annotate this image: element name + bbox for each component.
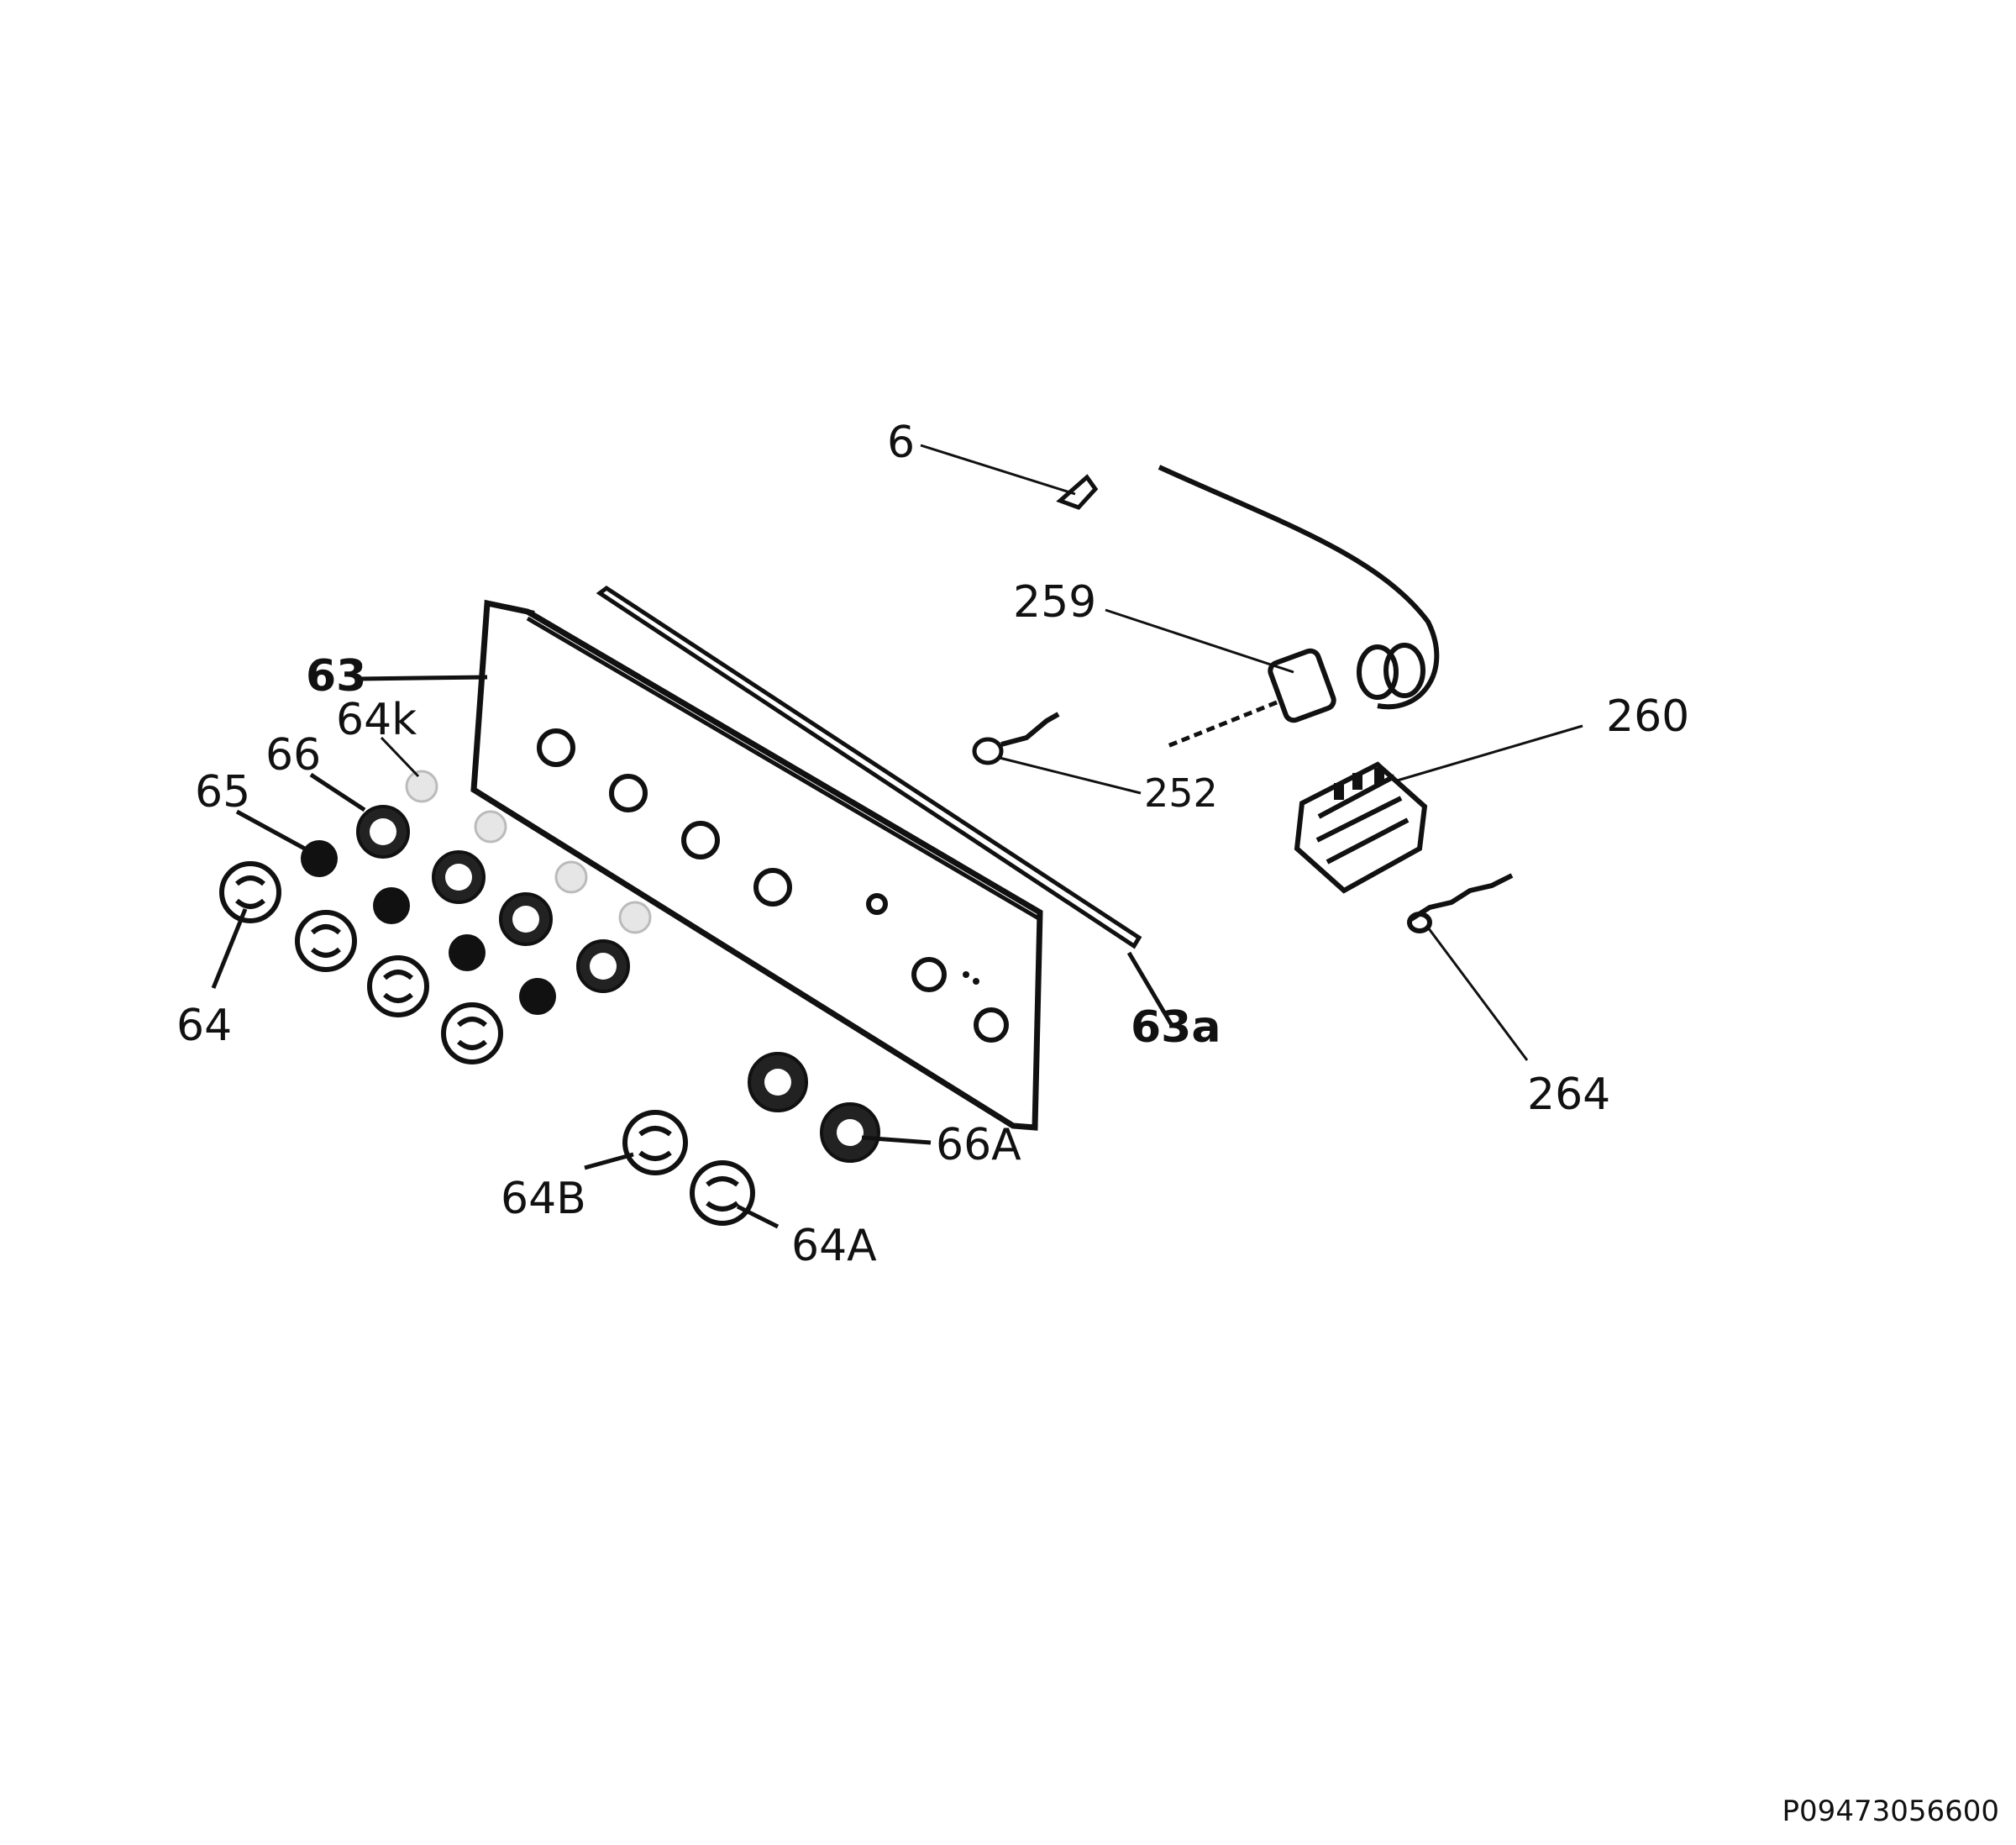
label-66: 66 (265, 730, 321, 781)
label-64: 64 (176, 1001, 232, 1051)
label-64k: 64k (336, 695, 417, 745)
label-63a: 63a (1131, 1002, 1221, 1053)
knob-64-4 (441, 1002, 503, 1064)
label-259: 259 (1013, 577, 1096, 628)
control-panel (470, 599, 1043, 1131)
label-64A: 64A (791, 1221, 877, 1271)
thermostat (1158, 465, 1440, 749)
knob-64-3 (367, 955, 429, 1017)
knob-64A (690, 1160, 755, 1226)
indicator-lamp (972, 712, 1060, 765)
knob-assembly (219, 770, 652, 1064)
panel-switch (911, 957, 947, 992)
label-63: 63 (306, 651, 366, 702)
label-252: 252 (1144, 770, 1218, 816)
label-264: 264 (1527, 1070, 1610, 1120)
switch-block (1294, 761, 1428, 894)
knob-64-1 (219, 861, 281, 923)
knob-64-2 (295, 910, 357, 972)
panel-hole (537, 728, 575, 767)
panel-hole (753, 868, 792, 907)
lower-knob-assembly (622, 1052, 880, 1226)
label-260: 260 (1606, 691, 1689, 742)
label-65: 65 (195, 767, 250, 817)
panel-hole (681, 821, 720, 859)
label-6: 6 (887, 418, 915, 468)
terminal (1407, 873, 1514, 933)
knob-64B (622, 1110, 688, 1175)
reference-code: P09473056600 (1782, 1795, 1999, 1828)
clip (1056, 474, 1099, 510)
part-labels: 6 259 260 252 264 63 63a 64k 66 65 64 66… (176, 418, 1689, 1271)
label-66A: 66A (936, 1120, 1021, 1170)
panel-hole (609, 774, 648, 812)
label-64B: 64B (501, 1174, 586, 1224)
panel-indicator (866, 893, 888, 915)
trim-strip (596, 585, 1142, 949)
panel-switch (974, 1007, 1009, 1043)
leader-lines (211, 444, 1583, 1229)
